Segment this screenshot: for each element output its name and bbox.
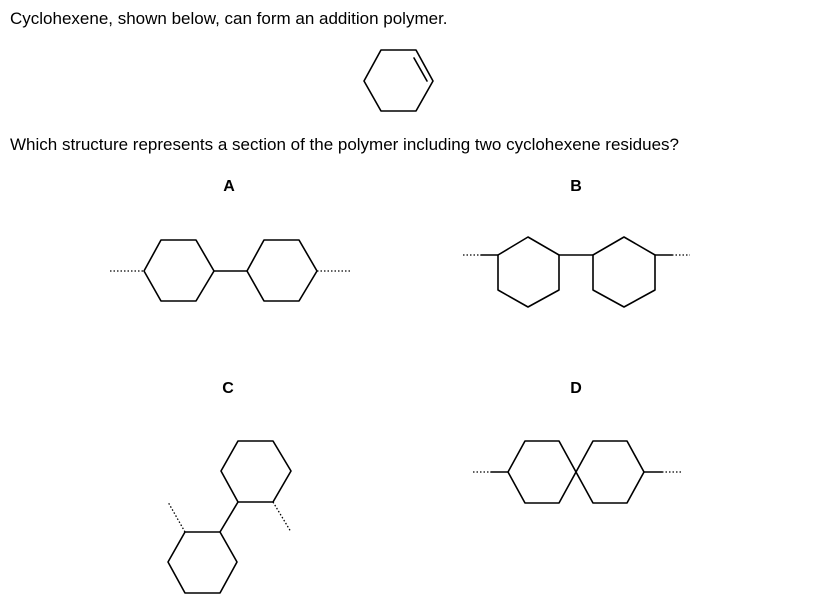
option-label-d[interactable]: D: [570, 380, 582, 397]
option-label-c[interactable]: C: [222, 380, 234, 397]
option-a-structure[interactable]: [110, 239, 352, 302]
question-prompt: Which structure represents a section of …: [10, 135, 680, 154]
question-intro: Cyclohexene, shown below, can form an ad…: [10, 9, 448, 28]
option-label-b[interactable]: B: [570, 178, 582, 195]
cyclohexene-structure: [363, 49, 434, 112]
option-b-structure[interactable]: [463, 236, 690, 308]
option-c-structure[interactable]: [167, 440, 292, 594]
option-d-structure[interactable]: [473, 440, 682, 504]
option-label-a[interactable]: A: [223, 178, 235, 195]
